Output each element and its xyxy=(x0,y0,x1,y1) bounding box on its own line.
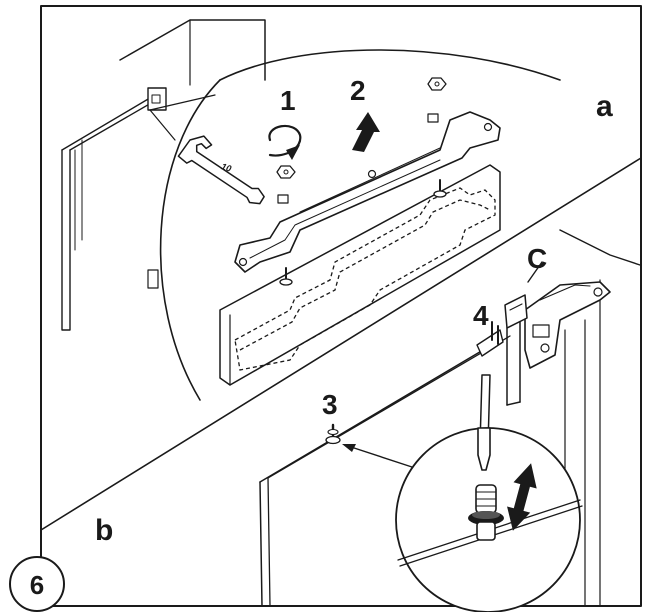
figure-number: 6 xyxy=(30,570,44,600)
step-label-2: 2 xyxy=(350,75,366,106)
panel-divider xyxy=(40,157,642,531)
step-label-4: 4 xyxy=(473,300,489,331)
nut-icon xyxy=(427,77,447,91)
panel-a-zoom-circle xyxy=(149,49,561,401)
step-label-1: 1 xyxy=(280,85,296,116)
panel-a-cabinet xyxy=(61,19,266,331)
nut-icon xyxy=(276,165,296,179)
pointer-arrow-icon xyxy=(342,444,416,469)
figure-number-badge: 6 xyxy=(9,556,65,612)
screw-icon xyxy=(325,423,341,445)
wrench-icon: 10 xyxy=(177,135,265,205)
screw-icon xyxy=(279,267,293,286)
mounting-bracket xyxy=(234,111,501,273)
lift-arrow-icon xyxy=(352,112,380,152)
adjust-height-arrow-icon xyxy=(507,463,537,531)
spacer-clip-c xyxy=(504,261,543,406)
figure-frame xyxy=(40,5,642,607)
step-label-3: 3 xyxy=(322,389,338,420)
callout-label-c: C xyxy=(527,243,547,274)
wrench-size-label: 10 xyxy=(220,161,233,174)
screw-icon xyxy=(433,179,447,198)
panel-b-cabinet xyxy=(259,229,641,607)
adjusting-screw-icon xyxy=(468,484,504,541)
rotate-arrow-icon xyxy=(268,124,302,160)
adjust-bracket xyxy=(476,321,504,357)
panel-label-b: b xyxy=(95,514,113,547)
hinge-assembly xyxy=(524,281,611,369)
door-panel-a xyxy=(219,164,501,386)
panel-b-zoom-circle xyxy=(395,427,583,612)
panel-label-a: a xyxy=(596,90,613,123)
